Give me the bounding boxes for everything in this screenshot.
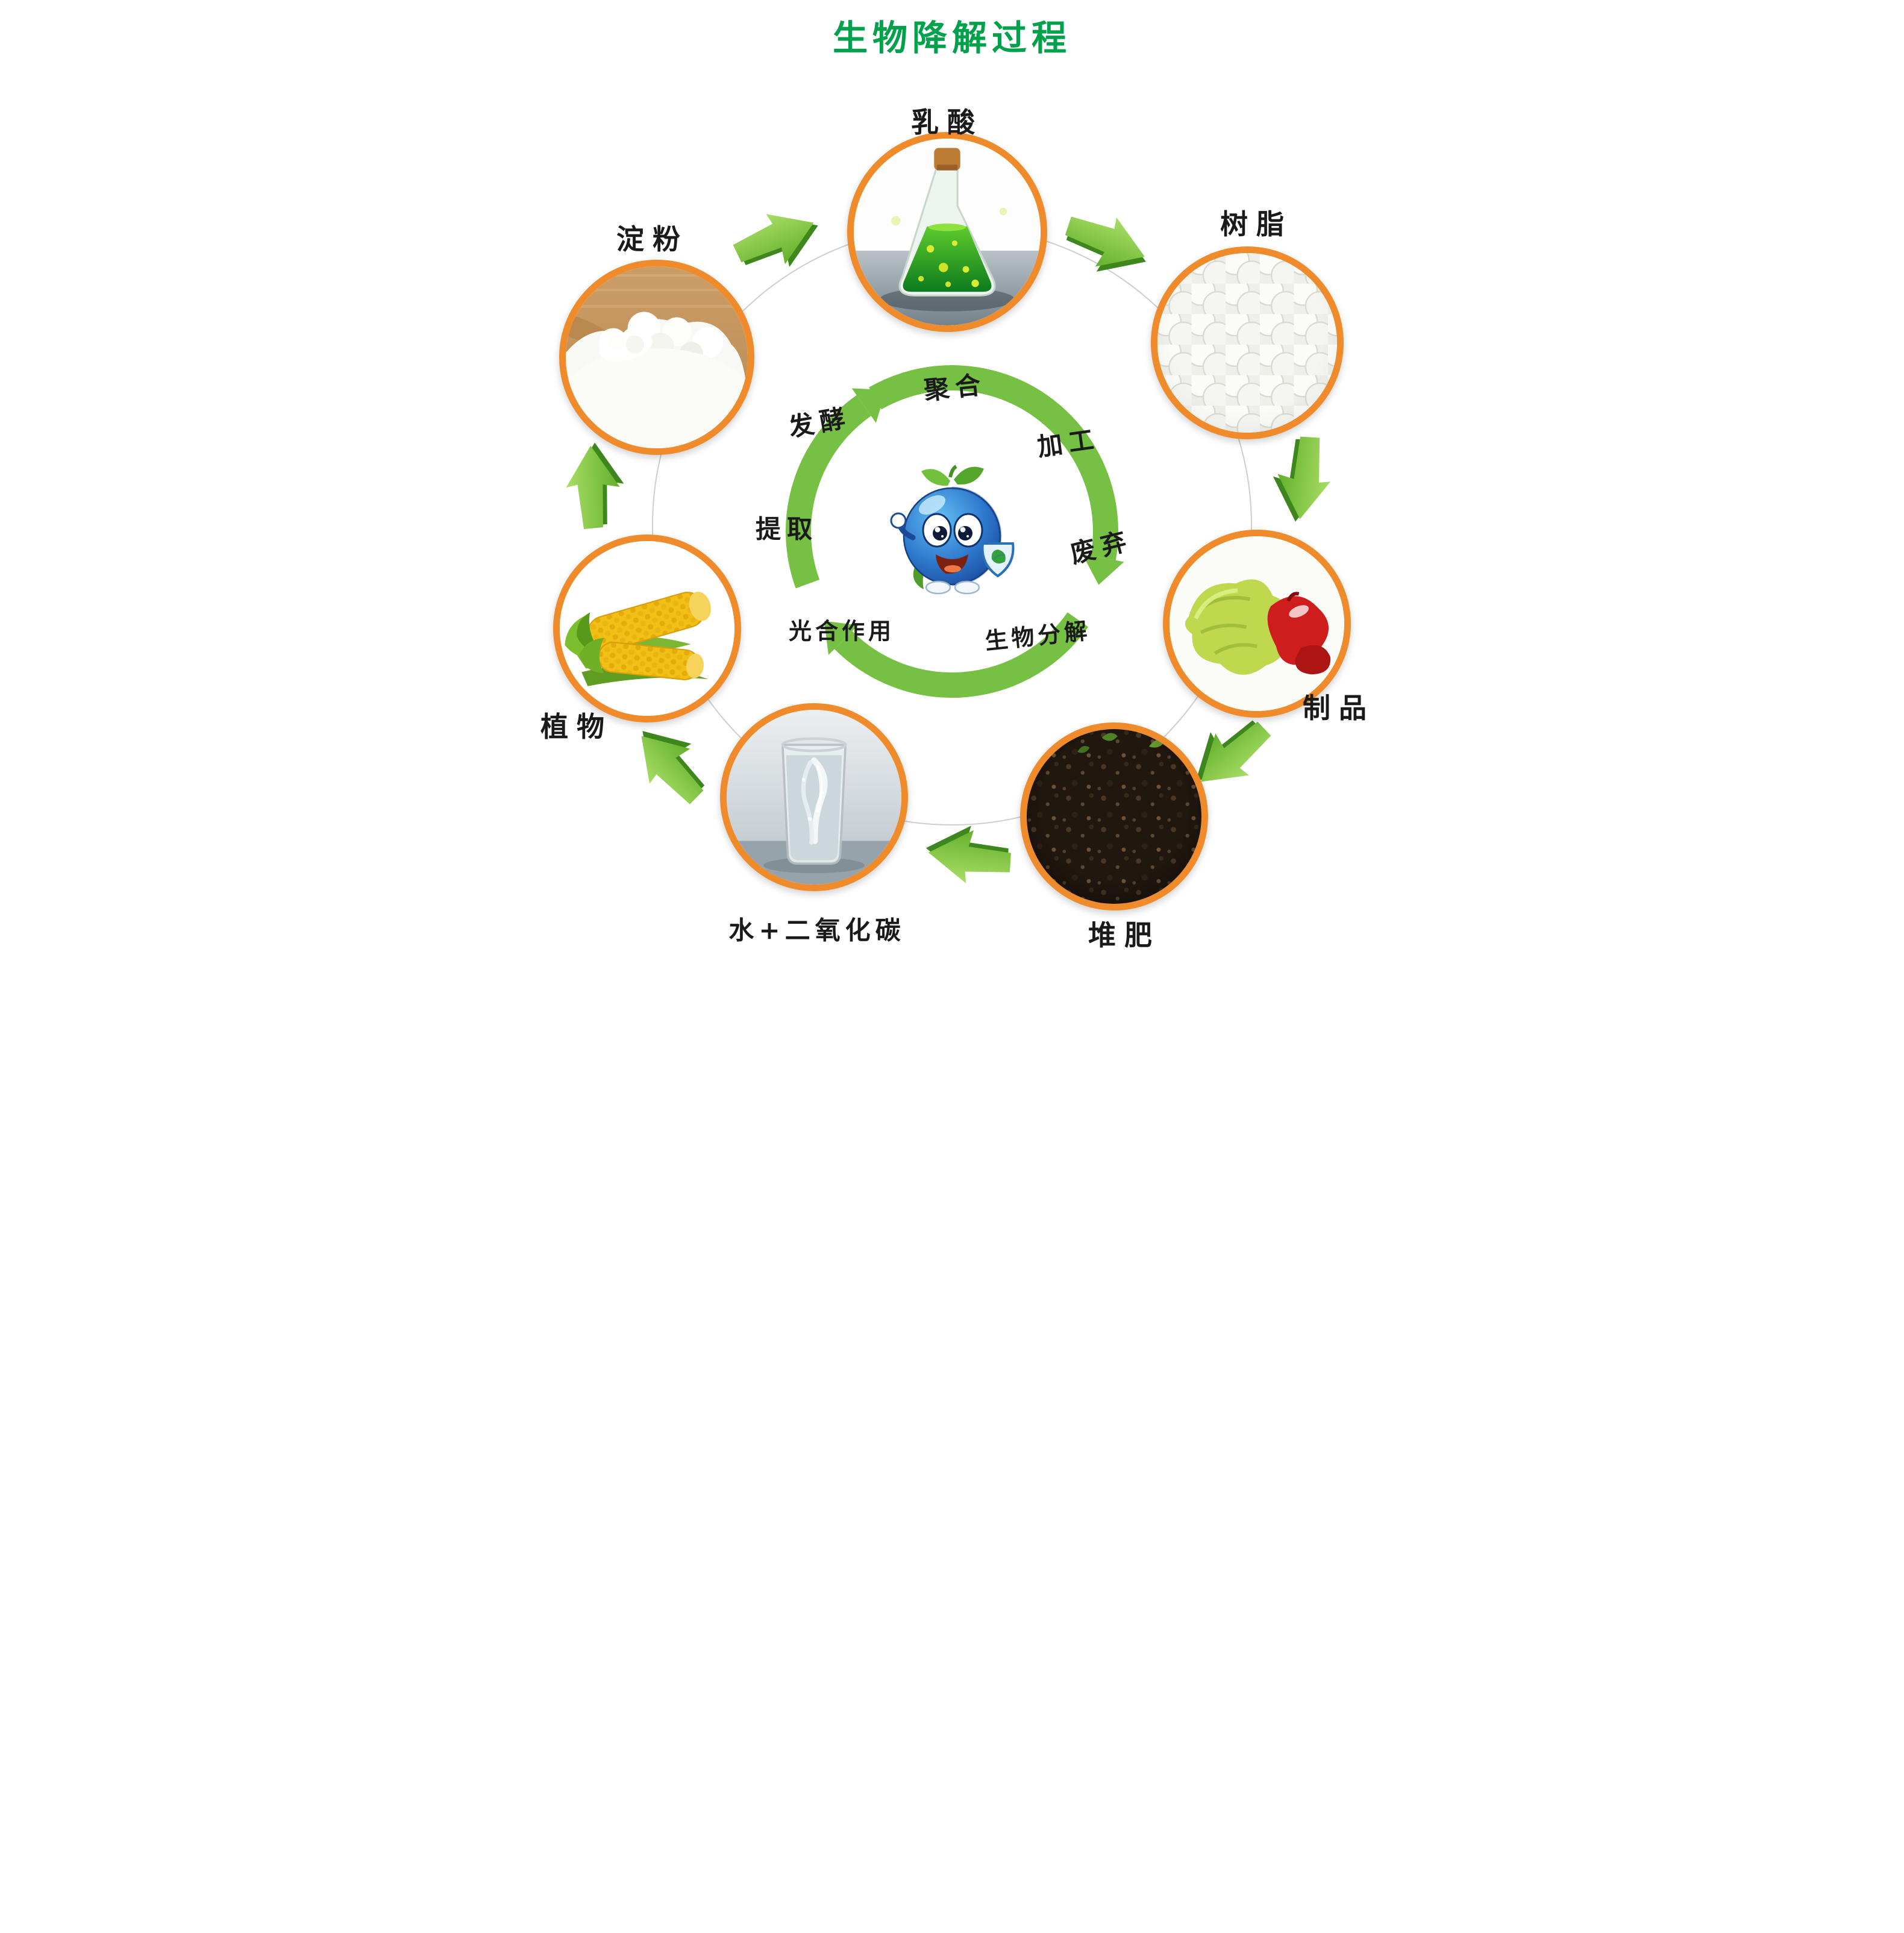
- page-title: 生物降解过程: [832, 17, 1071, 58]
- label-compost: 堆肥: [1088, 919, 1160, 951]
- label-step-extraction: 提取: [755, 514, 819, 544]
- label-step-biodegradation: 生物分解: [983, 616, 1092, 655]
- label-step-fermentation: 发酵: [786, 402, 853, 443]
- arrow-compost-to-water: [920, 818, 1016, 891]
- label-step-processing: 加工: [1035, 424, 1102, 462]
- bioplastic-products-icon: [1170, 536, 1344, 711]
- label-water-co2: 水+二氧化碳: [728, 915, 906, 945]
- arrow-plants-to-starch: [562, 440, 628, 531]
- node-starch: [559, 260, 754, 455]
- arrow-lactic-acid-to-resin: [1054, 198, 1160, 290]
- label-products: 制品: [1303, 692, 1375, 724]
- green-flask-icon: [854, 139, 1041, 325]
- label-step-photosynthesis: 光合作用: [788, 617, 895, 645]
- node-plants: [553, 534, 741, 722]
- node-lactic-acid: [847, 132, 1047, 332]
- plastic-pellets-icon: [1157, 253, 1337, 433]
- corn-icon: [560, 541, 734, 716]
- node-compost: [1020, 722, 1208, 910]
- mascot: [877, 459, 1027, 604]
- label-starch: 淀粉: [616, 223, 689, 255]
- node-resin: [1151, 246, 1344, 439]
- blue-berry-mascot-icon: [890, 465, 1015, 595]
- label-resin: 树脂: [1220, 208, 1292, 240]
- label-lactic-acid: 乳酸: [911, 106, 983, 139]
- water-glass-icon: [727, 710, 901, 885]
- soil-compost-icon: [1027, 729, 1201, 904]
- arrow-resin-to-products: [1265, 431, 1339, 528]
- starch-powder-icon: [566, 266, 748, 448]
- label-step-polymerization: 聚合: [922, 369, 988, 406]
- biodegradation-cycle-diagram: 生物降解过程: [476, 0, 1428, 966]
- node-water-co2: [720, 703, 908, 891]
- arrow-starch-to-lactic-acid: [725, 194, 831, 286]
- arrow-water-to-plants: [616, 709, 723, 818]
- label-step-disposal: 废弃: [1067, 525, 1136, 569]
- label-plants: 植物: [540, 710, 613, 743]
